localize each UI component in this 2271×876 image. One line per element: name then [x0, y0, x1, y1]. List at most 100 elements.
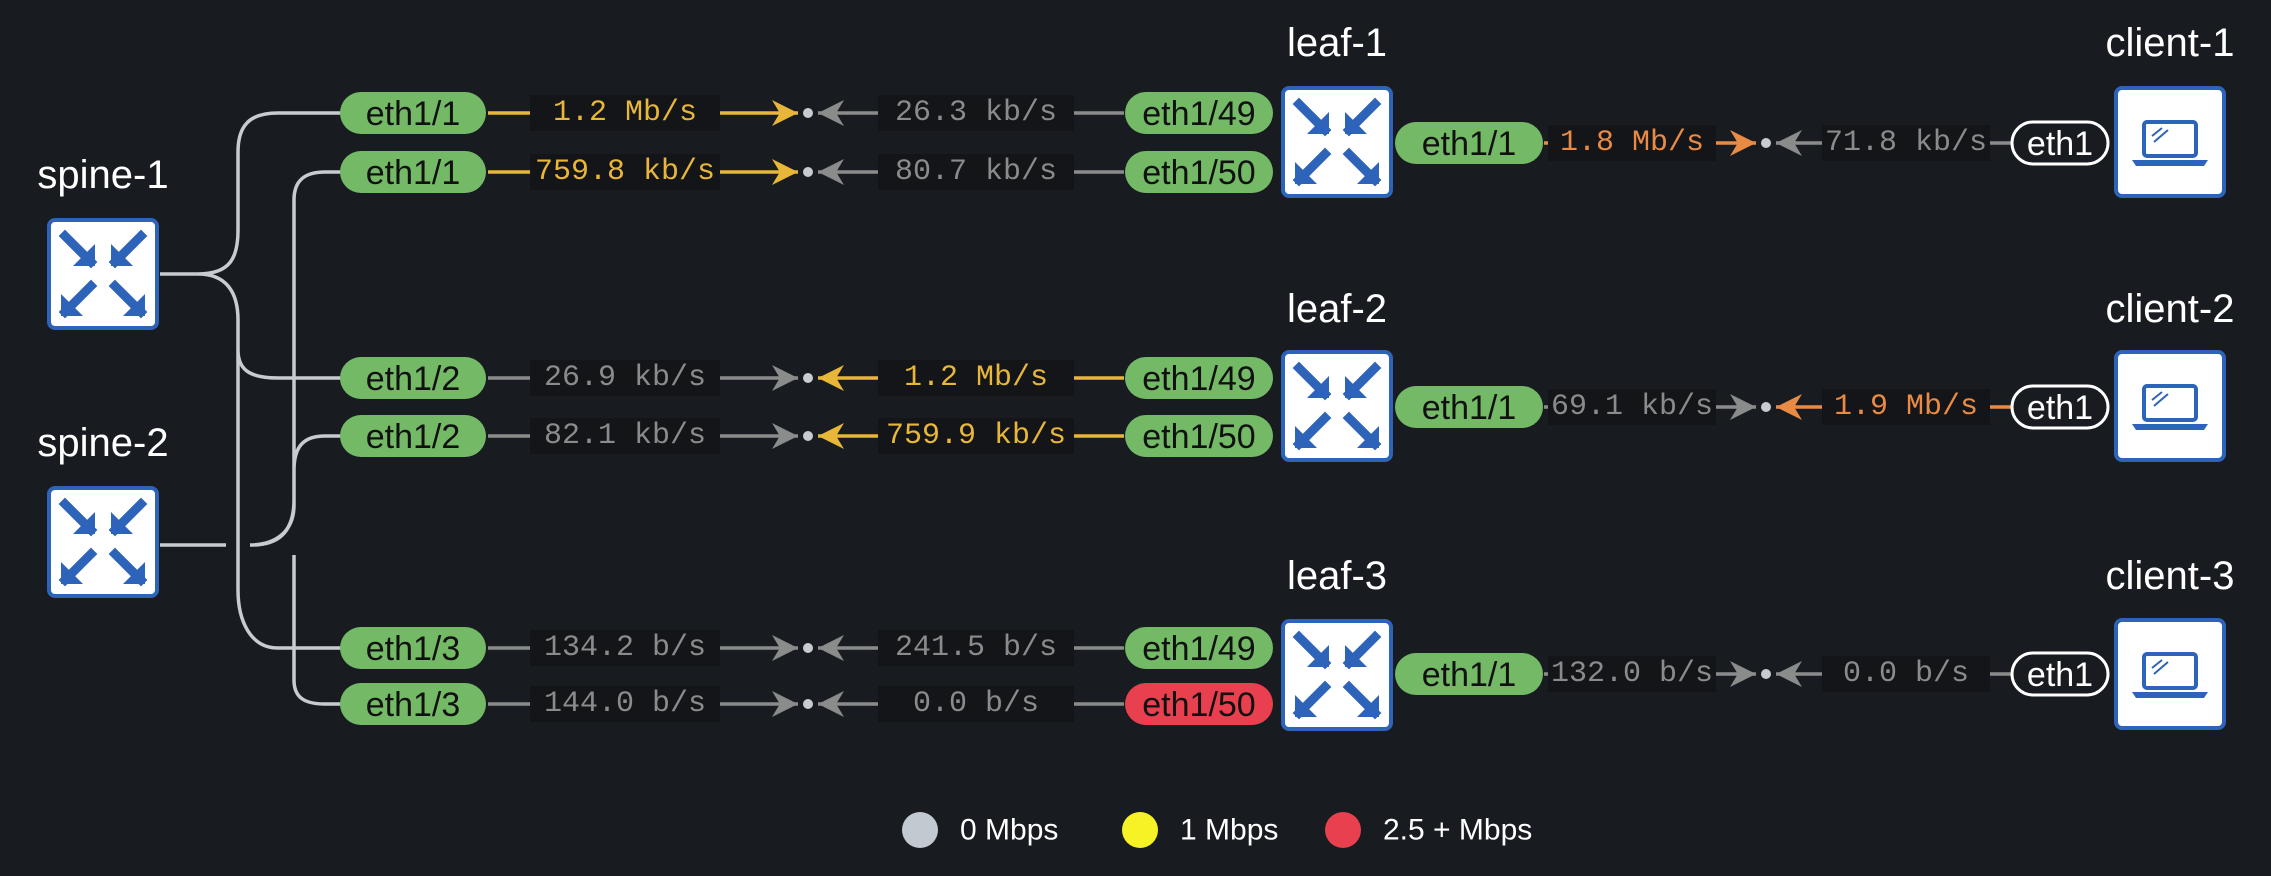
node-client-2[interactable]: client-2 — [2106, 287, 2235, 462]
rate-out-label: 1.8 Mb/s — [1560, 126, 1704, 160]
rate-in-label: 80.7 kb/s — [895, 155, 1057, 189]
rate-bg — [878, 630, 1074, 666]
link-midpoint — [803, 373, 813, 383]
link-midpoint — [1761, 669, 1771, 679]
laptop-icon — [2114, 86, 2226, 198]
rate-bg — [1822, 125, 1990, 161]
link-midpoint — [803, 167, 813, 177]
rate-in-label: 241.5 b/s — [895, 631, 1057, 665]
spine-port-label: eth1/1 — [366, 154, 461, 192]
rate-out-label: 759.8 kb/s — [535, 155, 715, 189]
switch-arrows-icon — [47, 486, 159, 598]
node-spine-2[interactable]: spine-2 — [37, 421, 169, 598]
leaf-port[interactable]: eth1/50 — [1125, 415, 1273, 457]
client-port[interactable]: eth1 — [2010, 120, 2110, 166]
spine-port[interactable]: eth1/1 — [340, 151, 486, 193]
client-port-shape — [2010, 651, 2110, 697]
legend-swatch — [1122, 812, 1158, 848]
leaf-port[interactable]: eth1/49 — [1125, 92, 1273, 134]
client-port-label: eth1 — [2027, 125, 2093, 163]
spine-port-label: eth1/3 — [366, 630, 461, 668]
spine-port[interactable]: eth1/1 — [340, 92, 486, 134]
node-client-3[interactable]: client-3 — [2106, 554, 2235, 730]
node-leaf-3[interactable]: leaf-3 — [1281, 554, 1393, 731]
spine-port[interactable]: eth1/2 — [340, 357, 486, 399]
leaf-port-label: eth1/49 — [1142, 95, 1255, 133]
node-leaf-1[interactable]: leaf-1 — [1281, 21, 1393, 198]
rate-bg — [878, 95, 1074, 131]
leaf-port-shape — [1125, 357, 1273, 399]
switch-arrows-icon — [47, 218, 159, 330]
spine-port-label: eth1/2 — [366, 360, 461, 398]
rate-bg — [530, 154, 720, 190]
node-label: client-3 — [2106, 554, 2235, 598]
client-port[interactable]: eth1 — [2010, 651, 2110, 697]
rate-in-label: 26.3 kb/s — [895, 96, 1057, 130]
spine-port-shape — [340, 92, 486, 134]
leaf-port[interactable]: eth1/49 — [1125, 627, 1273, 669]
rate-bg — [530, 360, 720, 396]
leaf-port[interactable]: eth1/50 — [1125, 151, 1273, 193]
rate-bg — [1548, 125, 1716, 161]
rate-bg — [878, 154, 1074, 190]
leaf-port[interactable]: eth1/50 — [1125, 683, 1273, 725]
leaf-port-label: eth1/50 — [1142, 154, 1255, 192]
spine-port[interactable]: eth1/3 — [340, 627, 486, 669]
leaf-access-port[interactable]: eth1/1 — [1395, 122, 1543, 164]
legend-item: 0 Mbps — [902, 812, 1058, 848]
leaf-access-port[interactable]: eth1/1 — [1395, 653, 1543, 695]
rate-out-label: 69.1 kb/s — [1551, 390, 1713, 424]
spine-port-label: eth1/1 — [366, 95, 461, 133]
legend-item: 1 Mbps — [1122, 812, 1278, 848]
fabric-link: 759.8 kb/s 80.7 kb/s eth1/1 eth1/50 — [340, 151, 1273, 193]
switch-arrows-icon — [1281, 350, 1393, 462]
node-label: client-1 — [2106, 21, 2235, 65]
laptop-icon — [2114, 350, 2226, 462]
leaf-port-shape — [1125, 415, 1273, 457]
leaf-port[interactable]: eth1/49 — [1125, 357, 1273, 399]
spine-2-trunk — [160, 170, 345, 706]
spine-port[interactable]: eth1/2 — [340, 415, 486, 457]
rate-in-label: 0.0 b/s — [1843, 657, 1969, 691]
leaf-access-port[interactable]: eth1/1 — [1395, 386, 1543, 428]
rate-out-label: 82.1 kb/s — [544, 419, 706, 453]
client-port[interactable]: eth1 — [2010, 384, 2110, 430]
client-port-shape — [2010, 120, 2110, 166]
spine-port-shape — [340, 357, 486, 399]
spine-port-label: eth1/2 — [366, 418, 461, 456]
leaf-access-port-shape — [1395, 386, 1543, 428]
leaf-port-shape — [1125, 683, 1273, 725]
link-midpoint — [1761, 402, 1771, 412]
spine-port[interactable]: eth1/3 — [340, 683, 486, 725]
node-label: leaf-3 — [1287, 554, 1387, 598]
rate-out-label: 144.0 b/s — [544, 687, 706, 721]
legend-swatch — [1325, 812, 1361, 848]
leaf-port-label: eth1/50 — [1142, 686, 1255, 724]
node-label: client-2 — [2106, 287, 2235, 331]
leaf-port-shape — [1125, 92, 1273, 134]
node-client-1[interactable]: client-1 — [2106, 21, 2235, 198]
spine-1-trunk — [160, 111, 345, 650]
rate-in-label: 0.0 b/s — [913, 687, 1039, 721]
spine-port-shape — [340, 151, 486, 193]
node-spine-1[interactable]: spine-1 — [37, 153, 169, 330]
leaf-access-port-shape — [1395, 653, 1543, 695]
node-leaf-2[interactable]: leaf-2 — [1281, 287, 1393, 462]
fabric-link: 144.0 b/s 0.0 b/s eth1/3 eth1/50 — [340, 683, 1273, 725]
rate-bg — [878, 418, 1074, 454]
rate-out-label: 132.0 b/s — [1551, 657, 1713, 691]
client-port-shape — [2010, 384, 2110, 430]
link-midpoint — [803, 699, 813, 709]
switch-arrows-icon — [1281, 619, 1393, 731]
link-midpoint — [803, 431, 813, 441]
access-link: 132.0 b/s 0.0 b/s eth1/1 eth1 — [1395, 651, 2110, 697]
legend-label: 0 Mbps — [960, 814, 1058, 847]
leaf-port-shape — [1125, 627, 1273, 669]
